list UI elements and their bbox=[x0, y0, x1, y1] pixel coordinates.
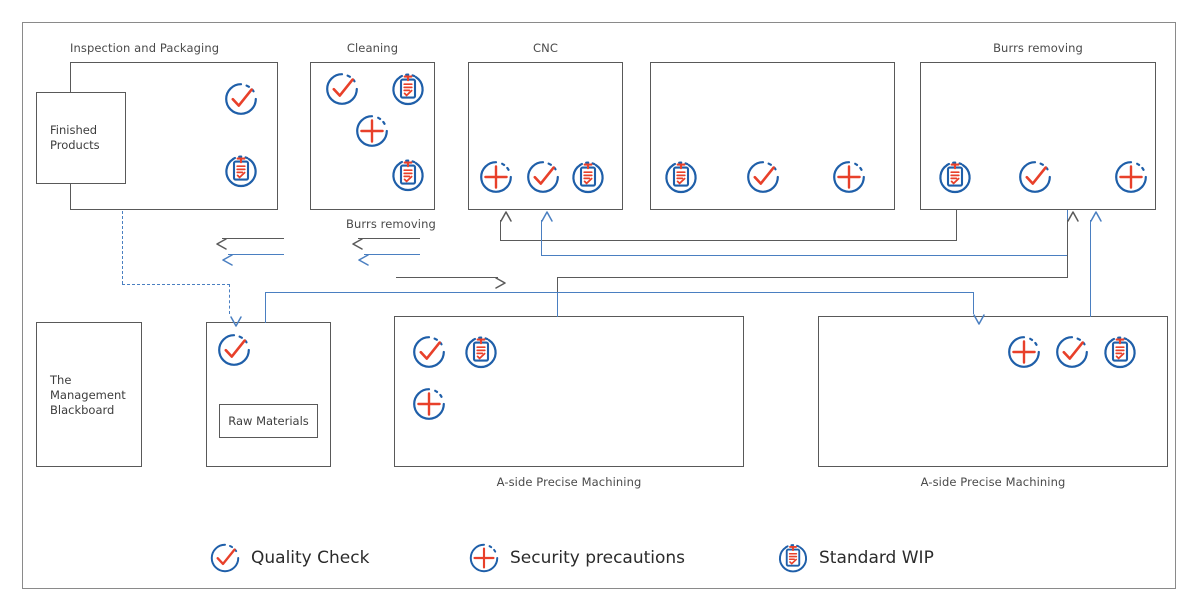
standard-wip-icon bbox=[776, 541, 810, 575]
security-precautions-icon bbox=[353, 112, 391, 150]
information-flow-segment bbox=[557, 292, 559, 317]
quality-check-icon bbox=[1016, 158, 1054, 196]
arrow-head-down bbox=[973, 314, 985, 325]
information-flow-segment bbox=[1090, 220, 1092, 317]
security-precautions-icon bbox=[467, 541, 501, 575]
flow-label-burrs-removing: Burrs removing bbox=[346, 217, 436, 231]
quality-check-icon bbox=[222, 80, 260, 118]
standard-wip-icon bbox=[462, 333, 500, 371]
station-label-burrs-removing: Burrs removing bbox=[993, 41, 1083, 55]
information-flow-segment bbox=[265, 292, 974, 294]
material-flow-segment bbox=[222, 238, 284, 240]
arrow-head-left bbox=[352, 238, 363, 250]
pull-signal-segment bbox=[122, 284, 230, 285]
information-flow-segment bbox=[973, 292, 975, 314]
quality-check-icon bbox=[323, 70, 361, 108]
arrow-head-left bbox=[216, 238, 227, 250]
legend-item-standard-wip: Standard WIP bbox=[776, 541, 934, 575]
arrow-head-left bbox=[222, 254, 233, 266]
pull-signal-segment bbox=[122, 211, 123, 284]
information-flow-segment bbox=[541, 220, 543, 256]
arrow-head-right bbox=[495, 277, 506, 289]
station-label-inspection-packaging: Inspection and Packaging bbox=[70, 41, 220, 55]
station-label-a-side-precise-machining-1: A-side Precise Machining bbox=[496, 475, 642, 489]
station-cnc[interactable] bbox=[468, 62, 623, 210]
standard-wip-icon bbox=[1101, 333, 1139, 371]
information-flow-segment bbox=[265, 292, 267, 323]
material-flow-segment bbox=[500, 240, 957, 242]
arrow-head-up bbox=[1090, 211, 1102, 222]
raw-materials-box[interactable]: Raw Materials bbox=[219, 404, 318, 438]
security-precautions-icon bbox=[1112, 158, 1150, 196]
legend-label: Security precautions bbox=[510, 548, 686, 568]
material-flow-segment bbox=[956, 210, 958, 241]
material-flow-segment bbox=[358, 238, 420, 240]
station-a-side-precise-machining-1[interactable] bbox=[394, 316, 744, 467]
information-flow-segment bbox=[228, 254, 284, 256]
material-flow-segment bbox=[500, 220, 502, 241]
legend-label: Quality Check bbox=[251, 548, 370, 568]
standard-wip-icon bbox=[569, 158, 607, 196]
diagram-frame bbox=[22, 22, 1176, 589]
security-precautions-icon bbox=[830, 158, 868, 196]
quality-check-icon bbox=[410, 333, 448, 371]
quality-check-icon bbox=[744, 158, 782, 196]
station-finished-products[interactable] bbox=[36, 92, 126, 184]
standard-wip-icon bbox=[222, 152, 260, 190]
station-label-cnc: CNC bbox=[533, 41, 558, 55]
material-flow-segment bbox=[557, 277, 1068, 279]
security-precautions-icon bbox=[410, 385, 448, 423]
arrow-head-down bbox=[230, 316, 242, 327]
arrow-head-up bbox=[541, 211, 553, 222]
standard-wip-icon bbox=[389, 70, 427, 108]
standard-wip-icon bbox=[936, 158, 974, 196]
station-raw-materials[interactable] bbox=[206, 322, 331, 467]
arrow-head-up bbox=[1067, 211, 1079, 222]
station-middle-station[interactable] bbox=[650, 62, 895, 210]
arrow-head-up bbox=[500, 211, 512, 222]
standard-wip-icon bbox=[389, 156, 427, 194]
arrow-head-left bbox=[358, 254, 369, 266]
quality-check-icon bbox=[215, 331, 253, 369]
legend-item-quality-check: Quality Check bbox=[208, 541, 369, 575]
quality-check-icon bbox=[1053, 333, 1091, 371]
information-flow-segment bbox=[541, 255, 1068, 257]
management-blackboard-label: The Management Blackboard bbox=[50, 373, 126, 417]
station-label-cleaning: Cleaning bbox=[346, 41, 399, 55]
legend-label: Standard WIP bbox=[819, 548, 934, 568]
information-flow-segment bbox=[364, 254, 420, 256]
station-label-a-side-precise-machining-2: A-side Precise Machining bbox=[920, 475, 1066, 489]
material-flow-segment bbox=[396, 277, 498, 279]
standard-wip-icon bbox=[662, 158, 700, 196]
station-the-management-blackboard[interactable] bbox=[36, 322, 142, 467]
quality-check-icon bbox=[208, 541, 242, 575]
pull-signal-segment bbox=[229, 284, 230, 314]
legend-item-security-precautions: Security precautions bbox=[467, 541, 685, 575]
finished-products-label: Finished Products bbox=[50, 123, 100, 152]
quality-check-icon bbox=[524, 158, 562, 196]
material-flow-segment bbox=[1067, 220, 1069, 278]
security-precautions-icon bbox=[477, 158, 515, 196]
security-precautions-icon bbox=[1005, 333, 1043, 371]
